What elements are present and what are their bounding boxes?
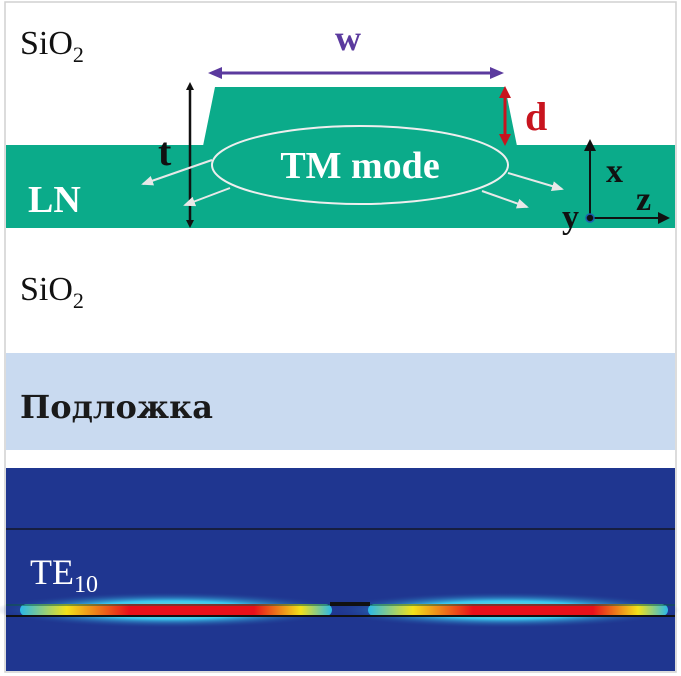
mode-field-plot: TE10 — [0, 468, 680, 671]
depth-label: d — [525, 94, 547, 139]
substrate-layer — [6, 353, 675, 450]
substrate-label: Подложка — [20, 388, 213, 426]
mode-ellipse — [211, 125, 509, 205]
leak-arrow — [141, 159, 213, 186]
mode-label: TM mode — [280, 145, 439, 187]
leak-arrow — [183, 187, 231, 207]
axis-x-label: x — [606, 153, 623, 190]
ln-label: LN — [28, 179, 81, 221]
thickness-label: t — [158, 129, 172, 174]
sio2-top-label: SiO2 — [20, 25, 84, 67]
sio2-bottom-label: SiO2 — [20, 271, 84, 313]
axis-y-label: y — [562, 199, 579, 236]
y-axis-out-icon — [585, 213, 595, 223]
axis-z-label: z — [636, 181, 651, 218]
coordinate-axes: x y z — [562, 139, 670, 236]
width-label: w — [335, 18, 361, 58]
ln-ridge — [203, 87, 517, 146]
leak-arrow — [507, 172, 564, 191]
leak-arrow — [481, 190, 529, 209]
field-mode-label: TE10 — [30, 552, 98, 598]
